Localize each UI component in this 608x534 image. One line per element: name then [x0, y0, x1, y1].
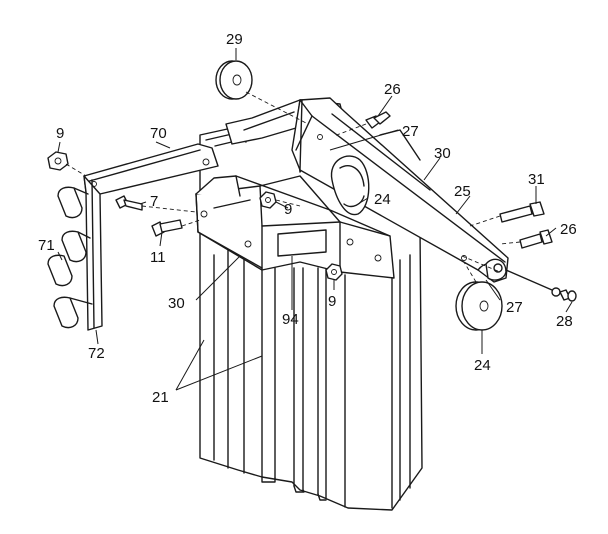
bolt-31 — [499, 201, 545, 223]
callout-70: 70 — [150, 125, 167, 142]
callout-24-lower: 24 — [474, 357, 491, 374]
callout-25: 25 — [454, 183, 471, 200]
callout-24-upper: 24 — [374, 191, 391, 208]
callout-29: 29 — [226, 31, 243, 48]
bolt-26-right — [519, 229, 553, 249]
callout-leaders — [57, 48, 573, 391]
callout-94: 94 — [282, 311, 299, 328]
callout-labels: 29 26 27 30 25 31 26 27 28 24 24 9 9 94 … — [38, 31, 577, 406]
front-bracket-band — [195, 175, 395, 279]
cable-end-28 — [505, 269, 577, 302]
upper-pulley — [330, 155, 370, 216]
callout-31: 31 — [528, 171, 545, 188]
callout-26-right: 26 — [560, 221, 577, 238]
callout-28: 28 — [556, 313, 573, 330]
callout-21: 21 — [152, 389, 169, 406]
pulley-24-lower — [455, 281, 503, 331]
bolt-7 — [115, 195, 143, 211]
bolt-26-top — [365, 111, 391, 129]
hook-bracket — [47, 143, 219, 331]
callout-11: 11 — [150, 249, 166, 266]
callout-9-middle: 9 — [284, 201, 292, 218]
callout-71: 71 — [38, 237, 55, 254]
pulley-29 — [215, 60, 253, 100]
callout-30-left: 30 — [168, 295, 185, 312]
nut-9-left — [47, 151, 69, 171]
callout-27-top: 27 — [402, 123, 419, 140]
assembly-dashed-lines — [65, 91, 521, 283]
callout-30-top: 30 — [434, 145, 451, 162]
callout-9-bottom: 9 — [328, 293, 336, 310]
callout-7: 7 — [150, 193, 158, 210]
callout-9-left: 9 — [56, 125, 64, 142]
bolt-11 — [151, 219, 183, 237]
callout-27-right: 27 — [506, 299, 523, 316]
nut-9-bottom — [325, 263, 343, 281]
callout-26-top: 26 — [384, 81, 401, 98]
lever-arm — [291, 97, 509, 283]
callout-72: 72 — [88, 345, 105, 362]
